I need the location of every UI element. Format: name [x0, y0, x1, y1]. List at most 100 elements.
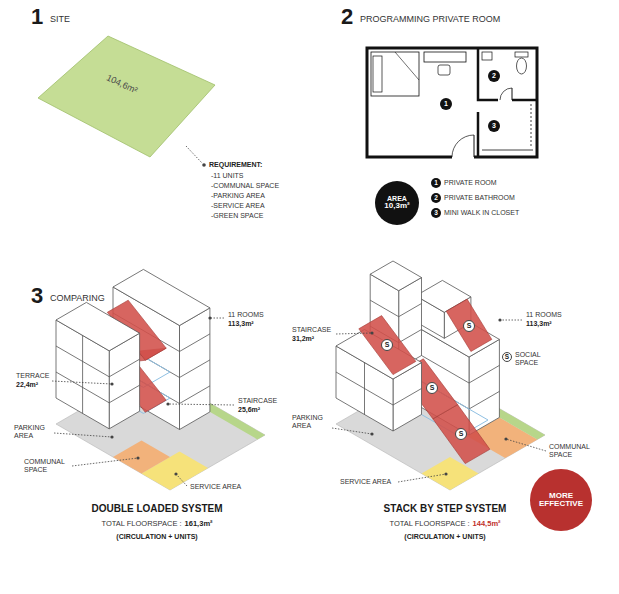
- system-title: DOUBLE LOADED SYSTEM: [91, 503, 222, 515]
- social-marker: S: [455, 428, 467, 440]
- desk: [424, 52, 466, 62]
- area-label: 11 ROOMS: [228, 311, 264, 319]
- area-label: STAIRCASE: [292, 326, 331, 334]
- leader-line: [210, 318, 224, 319]
- section-number: 3: [31, 283, 43, 308]
- area-label: PARKING AREA: [292, 414, 330, 430]
- requirement-item: -GREEN SPACE: [211, 212, 263, 220]
- badge-text: S: [467, 322, 472, 329]
- service-area-patch: [422, 457, 479, 490]
- requirement-item: -11 UNITS: [211, 172, 244, 180]
- door-leaf: [474, 135, 475, 157]
- badge-text: AREA: [387, 195, 407, 202]
- social-marker: S: [463, 320, 475, 332]
- room-block: [56, 302, 140, 428]
- badge-text: 1: [444, 100, 448, 107]
- leader-dot: [110, 435, 113, 438]
- leader-line: [500, 320, 522, 321]
- communal-patch: [113, 441, 170, 474]
- leader-dot: [202, 163, 206, 167]
- closet-shelf: [482, 150, 533, 151]
- leader-line: [332, 428, 372, 434]
- leader-dot: [166, 402, 169, 405]
- area-label: 11 ROOMS: [526, 311, 562, 319]
- badge-text: MORE EFFECTIVE: [535, 492, 587, 509]
- social-marker: S: [426, 382, 438, 394]
- floorspace-text: TOTAL FLOORSPACE :: [101, 520, 181, 529]
- closet-wall: [477, 112, 480, 157]
- right-leaders: [332, 318, 546, 482]
- leader-dot: [174, 472, 177, 475]
- legend-number: 2: [431, 193, 441, 203]
- area-label: SERVICE AREA: [340, 478, 391, 486]
- door-swing: [500, 88, 512, 100]
- badge-text-group: 1: [444, 100, 448, 107]
- leader-dot: [444, 472, 447, 475]
- leader-line: [72, 458, 138, 466]
- area-value: 22,4m²: [16, 381, 38, 389]
- leader-line: [52, 381, 112, 384]
- block-top: [370, 261, 421, 291]
- stack-step-model: [336, 261, 545, 490]
- area-value: 31,2m²: [292, 335, 314, 343]
- site-plot: 104,6m²: [36, 34, 218, 160]
- badge-text: 2: [434, 195, 438, 202]
- bed: [371, 52, 419, 96]
- legend-text: PRIVATE BATHROOM: [444, 194, 515, 202]
- badge-text: 3: [492, 122, 496, 129]
- leader-dot: [504, 437, 507, 440]
- toilet-bowl: [517, 58, 527, 74]
- room-plan: [367, 48, 537, 157]
- badge-text-group: 2: [434, 195, 438, 202]
- door-swing: [452, 135, 474, 157]
- badge-text-group: 1: [434, 180, 438, 187]
- area-label: STAIRCASE: [238, 397, 277, 405]
- site-leader: [186, 146, 206, 167]
- badge-text: S: [430, 384, 435, 391]
- area-label: COMMUNAL SPACE: [24, 458, 70, 474]
- badge-text-group: S: [430, 384, 435, 391]
- badge-text: S: [459, 430, 464, 437]
- floor-lines: [56, 335, 140, 413]
- plan-outer-wall: [367, 48, 537, 157]
- leader-dot: [370, 331, 373, 334]
- site-outline: [38, 36, 215, 157]
- area-label: PARKING AREA: [14, 424, 52, 440]
- leader-line: [506, 439, 546, 451]
- leader-line: [186, 146, 202, 163]
- floorspace-note: (CIRCULATION + UNITS): [404, 533, 485, 541]
- door-leaf: [512, 88, 513, 100]
- badge-text-group: S: [385, 341, 390, 348]
- callout-number: 2: [488, 70, 500, 82]
- system-title: STACK BY STEP SYSTEM: [384, 503, 507, 515]
- legend-number: 1: [431, 178, 441, 188]
- section-title: PROGRAMMING PRIVATE ROOM: [360, 14, 500, 24]
- floorspace-value: 161,3m²: [185, 520, 213, 529]
- section-number: 1: [31, 4, 43, 29]
- requirement-heading: REQUIREMENT:: [209, 161, 262, 169]
- door-opening: [452, 155, 474, 159]
- leader-dot: [136, 456, 139, 459]
- badge-text-group: 2: [492, 72, 496, 79]
- blanket-fold: [395, 52, 419, 80]
- requirement-item: -PARKING AREA: [211, 192, 265, 200]
- badge-text-group: 3: [492, 122, 496, 129]
- badge-text-group: S: [505, 354, 509, 361]
- callout-number: 1: [440, 98, 452, 110]
- stair-flight: [359, 316, 416, 375]
- legend-number: 3: [431, 208, 441, 218]
- left-leaders: [52, 316, 234, 486]
- floorspace-text: TOTAL FLOORSPACE :: [389, 520, 469, 529]
- social-marker: S: [381, 339, 393, 351]
- area-label: COMMUNAL SPACE: [549, 443, 595, 459]
- closet-rod: [531, 104, 532, 146]
- social-marker: S: [502, 352, 512, 362]
- area-label: TERRACE: [16, 372, 49, 380]
- badge-text: S: [505, 354, 509, 361]
- leader-line: [398, 474, 446, 482]
- badge-text: S: [385, 341, 390, 348]
- bath-wall: [512, 99, 537, 102]
- badge-text-group: 3: [434, 210, 438, 217]
- badge-text: 3: [434, 210, 438, 217]
